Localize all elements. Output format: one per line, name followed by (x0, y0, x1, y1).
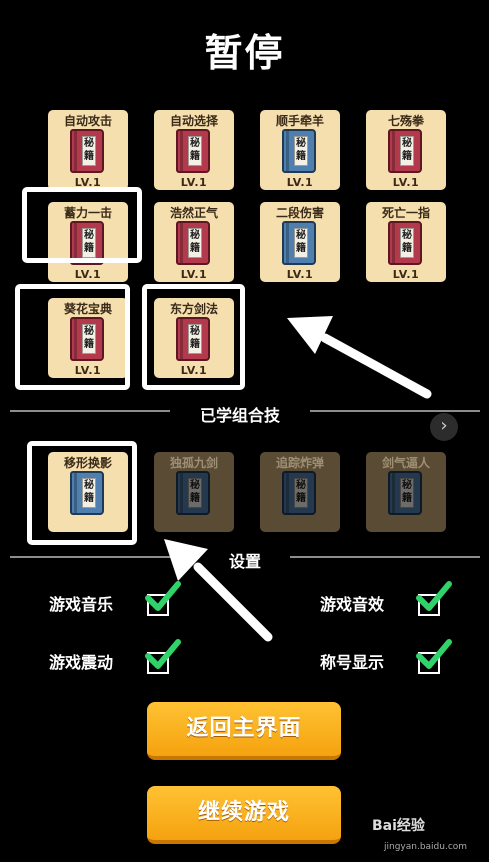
skill-name: 自动攻击 (63, 114, 112, 128)
combo-name: 剑气逼人 (381, 456, 430, 470)
page-title: 暂停 (204, 31, 285, 75)
skill-level: LV.1 (180, 268, 208, 281)
book-plate: 秘籍 (294, 478, 308, 508)
skill-name: 东方剑法 (169, 302, 218, 316)
book-plate: 秘籍 (400, 478, 414, 508)
watermark-url: jingyan.baidu.com (384, 842, 468, 852)
combo-card-locked[interactable]: 追踪炸弹 秘籍 (260, 452, 340, 532)
skill-card[interactable]: 葵花宝典 秘籍 LV.1 (48, 298, 128, 378)
arrow-icon (164, 539, 273, 642)
watermark: Bai经验 (372, 818, 425, 834)
check-icon (416, 639, 452, 669)
combo-name: 追踪炸弹 (275, 456, 324, 470)
sfx-checkbox[interactable] (416, 581, 452, 616)
setting-label: 称号显示 (320, 653, 385, 672)
book-plate: 秘籍 (82, 324, 96, 354)
divider (310, 410, 480, 412)
skill-name: 顺手牵羊 (275, 114, 324, 128)
highlight-box (22, 187, 142, 263)
book-plate: 秘籍 (188, 136, 202, 166)
skill-card[interactable]: 蓄力一击 秘籍 LV.1 (48, 202, 128, 282)
book-plate: 秘籍 (294, 136, 308, 166)
red-book-icon: 秘籍 (176, 317, 210, 361)
red-book-icon: 秘籍 (388, 129, 422, 173)
setting-label: 游戏震动 (49, 653, 114, 672)
vibration-checkbox[interactable] (145, 639, 181, 674)
book-plate: 秘籍 (400, 228, 414, 258)
skill-level: LV.1 (74, 364, 102, 377)
blue-book-icon: 秘籍 (70, 471, 104, 515)
divider (10, 556, 200, 558)
arrow-icon (287, 316, 432, 399)
combo-card-locked[interactable]: 独孤九剑 秘籍 (154, 452, 234, 532)
red-book-icon: 秘籍 (176, 221, 210, 265)
skill-level: LV.1 (74, 268, 102, 281)
book-plate: 秘籍 (82, 228, 96, 258)
red-book-icon: 秘籍 (70, 317, 104, 361)
combo-name: 移形换影 (63, 456, 112, 470)
continue-game-button[interactable]: 继续游戏 (147, 786, 341, 844)
book-plate: 秘籍 (188, 324, 202, 354)
highlight-box (27, 441, 137, 545)
book-plate: 秘籍 (188, 228, 202, 258)
setting-label: 游戏音乐 (49, 595, 114, 614)
combo-card-locked[interactable]: 剑气逼人 秘籍 (366, 452, 446, 532)
chevron-right-icon[interactable]: › (430, 413, 458, 441)
blue-book-icon: 秘籍 (282, 471, 316, 515)
combo-section-label: 已学组合技 (199, 406, 280, 425)
divider (290, 556, 480, 558)
skill-level: LV.1 (180, 176, 208, 189)
main-menu-button[interactable]: 返回主界面 (147, 702, 341, 760)
combo-card[interactable]: 移形换影 秘籍 (48, 452, 128, 532)
red-book-icon: 秘籍 (388, 221, 422, 265)
check-icon (416, 581, 452, 611)
skill-card[interactable]: 七殇拳 秘籍 LV.1 (366, 110, 446, 190)
skill-name: 二段伤害 (275, 206, 324, 220)
skill-level: LV.1 (286, 176, 314, 189)
skill-level: LV.1 (392, 176, 420, 189)
combo-name: 独孤九剑 (169, 456, 218, 470)
blue-book-icon: 秘籍 (282, 129, 316, 173)
skill-name: 自动选择 (169, 114, 218, 128)
music-checkbox[interactable] (145, 581, 181, 616)
skill-card[interactable]: 自动攻击 秘籍 LV.1 (48, 110, 128, 190)
skill-card[interactable]: 浩然正气 秘籍 LV.1 (154, 202, 234, 282)
skill-card[interactable]: 顺手牵羊 秘籍 LV.1 (260, 110, 340, 190)
red-book-icon: 秘籍 (176, 129, 210, 173)
blue-book-icon: 秘籍 (388, 471, 422, 515)
book-plate: 秘籍 (294, 228, 308, 258)
book-plate: 秘籍 (82, 136, 96, 166)
skill-level: LV.1 (74, 176, 102, 189)
setting-label: 游戏音效 (320, 595, 385, 614)
highlight-box (142, 284, 245, 390)
title-display-checkbox[interactable] (416, 639, 452, 674)
skill-card[interactable]: 二段伤害 秘籍 LV.1 (260, 202, 340, 282)
book-plate: 秘籍 (188, 478, 202, 508)
skill-level: LV.1 (180, 364, 208, 377)
highlight-box (15, 284, 130, 390)
book-plate: 秘籍 (82, 478, 96, 508)
blue-book-icon: 秘籍 (282, 221, 316, 265)
blue-book-icon: 秘籍 (176, 471, 210, 515)
skill-name: 七殇拳 (387, 114, 424, 128)
skill-level: LV.1 (286, 268, 314, 281)
divider (10, 410, 170, 412)
skill-card[interactable]: 自动选择 秘籍 LV.1 (154, 110, 234, 190)
skill-name: 浩然正气 (169, 206, 218, 220)
skill-card[interactable]: 死亡一指 秘籍 LV.1 (366, 202, 446, 282)
book-plate: 秘籍 (400, 136, 414, 166)
skill-level: LV.1 (392, 268, 420, 281)
red-book-icon: 秘籍 (70, 221, 104, 265)
red-book-icon: 秘籍 (70, 129, 104, 173)
skill-card[interactable]: 东方剑法 秘籍 LV.1 (154, 298, 234, 378)
skill-name: 蓄力一击 (63, 206, 112, 220)
skill-name: 死亡一指 (381, 206, 430, 220)
check-icon (145, 581, 181, 611)
skill-name: 葵花宝典 (63, 302, 112, 316)
settings-label: 设置 (228, 552, 261, 571)
check-icon (145, 639, 181, 669)
